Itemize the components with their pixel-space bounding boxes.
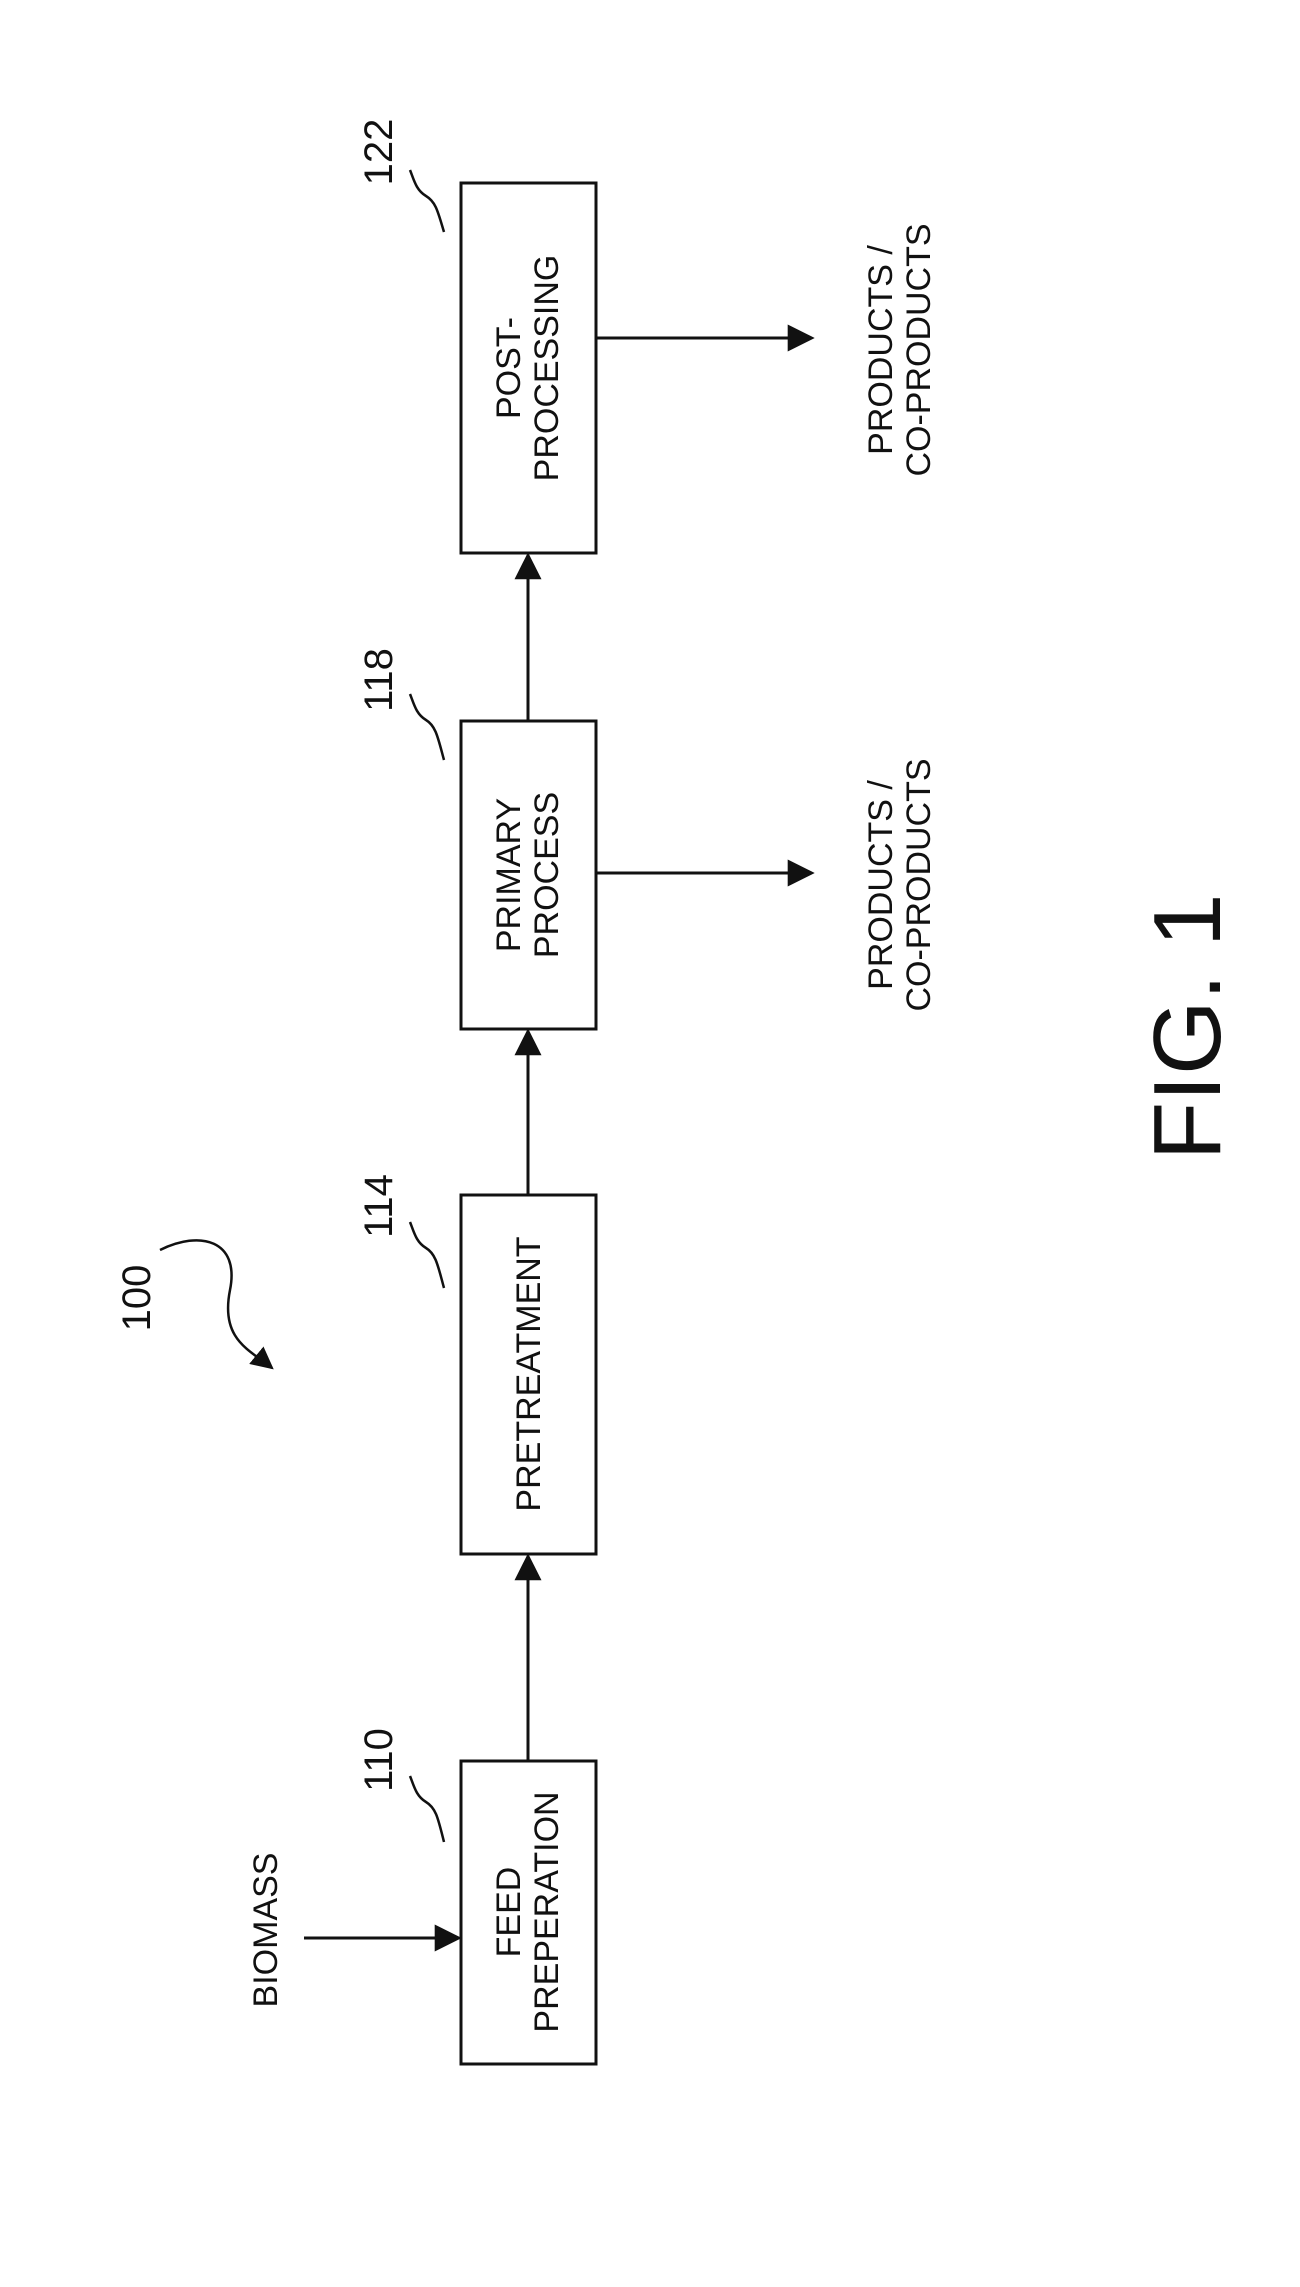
block-label-line: PROCESSING bbox=[528, 255, 566, 482]
leader-line bbox=[410, 1222, 444, 1288]
block-label-line: PRIMARY bbox=[490, 798, 528, 952]
system-reference-numeral: 100 bbox=[115, 1265, 159, 1332]
block-label-line: PREPERATION bbox=[528, 1791, 566, 2032]
block-feed-preparation: FEED PREPERATION bbox=[461, 1761, 596, 2064]
input-label: BIOMASS bbox=[247, 1853, 285, 2008]
block-post-processing: POST- PROCESSING bbox=[461, 183, 596, 553]
leader-line bbox=[410, 694, 444, 760]
block-label-line: PROCESS bbox=[528, 792, 566, 958]
output-label-line: CO-PRODUCTS bbox=[900, 223, 938, 476]
figure-label: FIG. 1 bbox=[1134, 894, 1241, 1161]
reference-numeral: 114 bbox=[357, 1174, 401, 1238]
block-label-line: POST- bbox=[490, 317, 528, 419]
reference-numeral: 122 bbox=[357, 119, 401, 186]
leader-line bbox=[410, 1776, 444, 1842]
block-label-line: FEED bbox=[490, 1867, 528, 1958]
block-pretreatment: PRETREATMENT bbox=[461, 1195, 596, 1554]
output-label-line: CO-PRODUCTS bbox=[900, 758, 938, 1011]
block-primary-process: PRIMARY PROCESS bbox=[461, 721, 596, 1029]
leader-line bbox=[410, 170, 444, 232]
reference-numeral: 118 bbox=[357, 648, 401, 712]
reference-numeral: 110 bbox=[357, 1728, 401, 1792]
system-pointer-arrow bbox=[160, 1240, 272, 1368]
output-label-line: PRODUCTS / bbox=[862, 245, 900, 455]
block-label-line: PRETREATMENT bbox=[510, 1236, 548, 1511]
output-label-line: PRODUCTS / bbox=[862, 780, 900, 990]
